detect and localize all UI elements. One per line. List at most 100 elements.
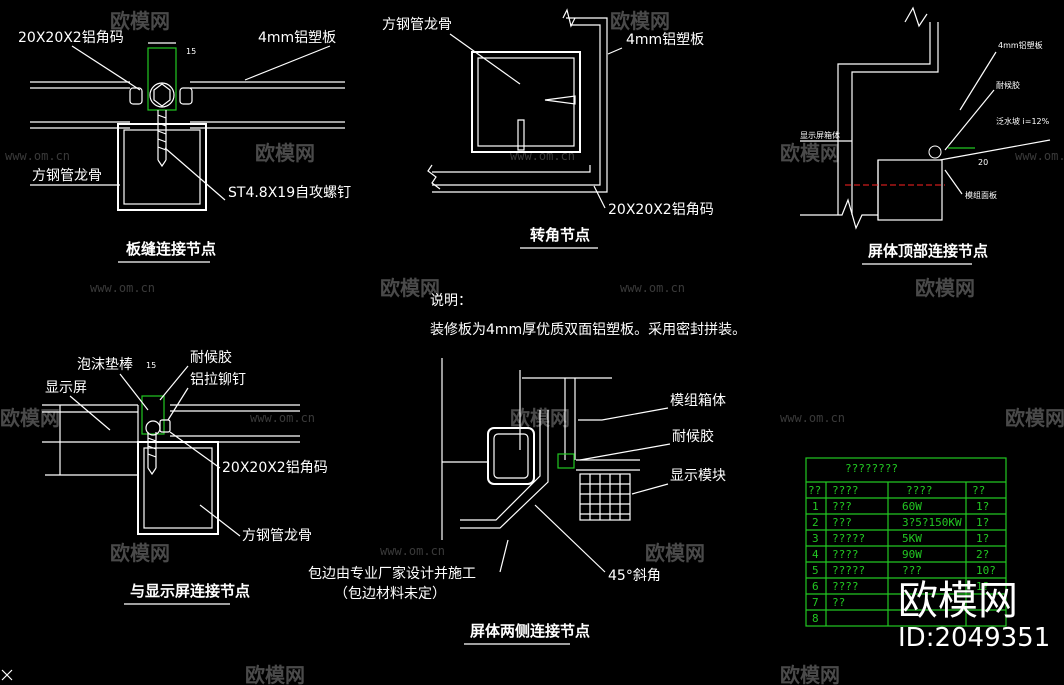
seam-label-panel: 4mm铝塑板: [258, 30, 336, 46]
side-node: 模组箱体 耐候胶 显示模块 45°斜角 包边由专业厂家设计并施工 （包边材料未定…: [308, 358, 726, 645]
table-cell: ??: [832, 596, 845, 609]
table-cell: 6: [812, 580, 819, 593]
watermark-brand: 欧模网: [645, 541, 705, 565]
notes-block: 说明： 装修板为4mm厚优质双面铝塑板。采用密封拼装。: [430, 293, 746, 338]
watermark-url: www.om.cn: [780, 411, 845, 425]
site-stamp: 欧模网 ID:2049351: [898, 578, 1050, 653]
table-cell: 1?: [976, 500, 989, 513]
seam-label-screw: ST4.8X19自攻螺钉: [228, 185, 351, 201]
watermark-brand: 欧模网: [780, 663, 840, 685]
screen-title: 与显示屏连接节点: [130, 582, 250, 600]
watermark-brand: 欧模网: [610, 9, 670, 33]
table-header-cell: ??: [808, 484, 821, 497]
table-cell: 1: [812, 500, 819, 513]
stamp-brand: 欧模网: [898, 578, 1018, 624]
watermark-brand: 欧模网: [110, 9, 170, 33]
screen-node: 泡沫垫棒 15 耐候胶 铝拉铆钉 显示屏 20X20X2铝角码 方钢管龙骨 与显…: [42, 349, 328, 605]
side-display-module: [579, 473, 631, 521]
table-header-cell: ????: [832, 484, 859, 497]
top-label-face: 模组面板: [965, 190, 997, 200]
notes-body: 装修板为4mm厚优质双面铝塑板。采用密封拼装。: [430, 321, 746, 338]
screen-steel-tube: [137, 441, 219, 535]
watermark-url: www.om.cn: [250, 411, 315, 425]
watermark-brand: 欧模网: [915, 276, 975, 300]
watermark-url: www.om.cn: [5, 149, 70, 163]
corner-label-angle: 20X20X2铝角码: [608, 202, 714, 218]
table-cell: 60W: [902, 500, 922, 513]
corner-steel-tube: [471, 51, 581, 153]
side-label-sealant: 耐候胶: [672, 428, 714, 445]
seam-title: 板缝连接节点: [126, 240, 216, 258]
table-row: 8: [812, 612, 819, 625]
watermark-brand: 欧模网: [380, 276, 440, 300]
stamp-id: ID:2049351: [898, 623, 1050, 653]
watermark-url: www.om.cn: [1015, 149, 1064, 163]
table-cell: 7: [812, 596, 819, 609]
side-label-module: 显示模块: [670, 468, 726, 484]
side-title: 屏体两侧连接节点: [470, 622, 590, 640]
watermark-url: www.om.cn: [620, 281, 685, 295]
top-label-panel: 4mm铝塑板: [998, 40, 1043, 50]
table-cell: 1?: [976, 516, 989, 529]
corner-label-panel: 4mm铝塑板: [626, 32, 704, 48]
table-cell: 2?: [976, 548, 989, 561]
table-cell: ????: [832, 548, 859, 561]
table-header-cell: ????: [906, 484, 933, 497]
side-label-trim: 包边由专业厂家设计并施工: [308, 565, 476, 582]
table-cell: ?????: [832, 564, 865, 577]
table-row: 6????1?: [812, 580, 989, 593]
table-cell: 5: [812, 564, 819, 577]
corner-node: 方钢管龙骨 4mm铝塑板 20X20X2铝角码 转角节点: [382, 8, 714, 249]
seam-label-tube: 方钢管龙骨: [32, 168, 102, 184]
table-title: ????????: [845, 462, 898, 475]
table-cell: 3?5?150KW: [902, 516, 962, 529]
seam-dimension: 15: [186, 47, 196, 56]
screen-sealant: [141, 395, 165, 435]
table-row: 7??: [812, 596, 845, 609]
screen-label-angle: 20X20X2铝角码: [222, 460, 328, 476]
side-label-bevel: 45°斜角: [608, 568, 661, 584]
ucs-cross-icon: [1, 669, 13, 681]
top-dimension: 20: [978, 158, 988, 167]
watermark-brand: 欧模网: [1005, 406, 1064, 430]
notes-heading: 说明：: [430, 293, 472, 309]
screen-label-rivet: 铝拉铆钉: [190, 372, 246, 388]
top-title: 屏体顶部连接节点: [868, 242, 988, 260]
table-header-row: ?? ???? ???? ??: [808, 484, 985, 497]
table-cell: 3: [812, 532, 819, 545]
side-label-box: 模组箱体: [670, 393, 726, 409]
table-row: 5???????? 10?: [812, 564, 996, 577]
watermark-brand: 欧模网: [255, 141, 315, 165]
watermark-brand: 欧模网: [245, 663, 305, 685]
watermark-brand: 欧模网: [110, 541, 170, 565]
seam-label-angle: 20X20X2铝角码: [18, 30, 124, 46]
corner-label-tube: 方钢管龙骨: [382, 17, 452, 33]
top-label-box: 显示屏箱体: [800, 130, 840, 140]
side-steel-tube: [487, 427, 535, 485]
seam-sealant: [147, 47, 177, 111]
watermark-brand: 欧模网: [0, 406, 60, 430]
table-cell: 4: [812, 548, 819, 561]
screen-label-foam: 泡沫垫棒: [77, 357, 133, 373]
table-cell: ?????: [832, 532, 865, 545]
top-node: 4mm铝塑板 耐候胶 泛水坡 i=12% 显示屏箱体 模组面板 20 屏体顶部连…: [800, 6, 1051, 265]
watermark-brand: 欧模网: [780, 141, 840, 165]
seam-node: 15 20X20X2铝角码 4mm铝塑板 方钢管龙骨 ST4.8X19自攻螺钉 …: [18, 30, 351, 263]
watermark-url: www.om.cn: [90, 281, 155, 295]
table-cell: ???: [902, 564, 922, 577]
watermark-url: www.om.cn: [380, 544, 445, 558]
table-cell: 10?: [976, 564, 996, 577]
table-cell: ???: [832, 500, 852, 513]
side-label-trim-note: （包边材料未定）: [334, 586, 446, 602]
table-row: 1??? 60W 1?: [812, 500, 989, 513]
equipment-table: ???????? ?? ???? ???? ?? 1??? 60W 1? 2??? 3?…: [805, 457, 1007, 627]
top-label-slope: 泛水坡 i=12%: [996, 116, 1050, 126]
table-cell: 1?: [976, 580, 989, 593]
screen-label-tube: 方钢管龙骨: [242, 528, 312, 544]
top-label-sealant: 耐候胶: [996, 80, 1020, 90]
table-cell: ???: [832, 516, 852, 529]
table-cell: 1?: [976, 532, 989, 545]
table-cell: 8: [812, 612, 819, 625]
